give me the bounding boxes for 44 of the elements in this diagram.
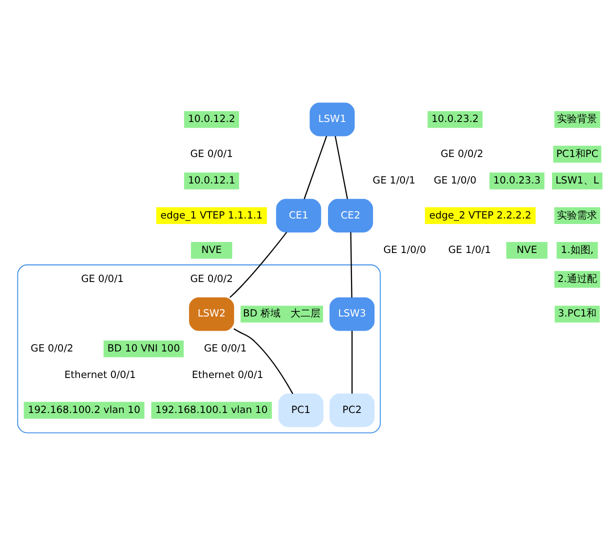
label: GE 1/0/1: [372, 176, 416, 187]
label: GE 0/0/2: [30, 343, 74, 354]
node-box: LSW2: [189, 297, 234, 331]
connector: [351, 330, 353, 394]
connector: [334, 136, 348, 200]
node-box: LSW3: [330, 297, 375, 331]
label: 10.0.12.2: [188, 114, 236, 126]
label: 实验背景: [557, 114, 598, 126]
connector: [229, 232, 288, 298]
label: 10.0.23.3: [493, 176, 541, 187]
label: GE 0/0/2: [190, 274, 233, 285]
label: 192.168.100.1 vlan 10: [155, 404, 268, 416]
label: 10.0.12.1: [188, 176, 236, 187]
label: 实验需求: [557, 210, 598, 222]
node-box: LSW1: [310, 102, 355, 136]
node-box: PC1: [278, 394, 324, 428]
cluster: [17, 264, 381, 434]
label: 192.168.100.2 vlan 10: [28, 404, 140, 416]
label: 2.通过配: [558, 274, 597, 285]
node-box: PC2: [330, 394, 375, 428]
label: GE 1/0/1: [448, 244, 491, 256]
connector: [304, 136, 328, 200]
label: 3.PC1和: [558, 308, 597, 320]
label: PC1和PC: [556, 148, 598, 160]
node-box: CE1: [276, 198, 322, 232]
label: 10.0.23.2: [431, 114, 479, 126]
label: GE 0/0/1: [190, 148, 233, 160]
label: LSW1、L: [556, 176, 599, 187]
label: GE 0/0/1: [204, 343, 247, 354]
label: NVE: [516, 244, 538, 256]
label: GE 1/0/0: [383, 244, 426, 256]
connector: [350, 232, 352, 298]
label: NVE: [201, 244, 222, 256]
label: BD 10 VNI 100: [107, 343, 180, 354]
label: Ethernet 0/0/1: [192, 370, 264, 382]
label: GE 0/0/1: [81, 274, 124, 285]
label: BD 桥域 大二层: [243, 308, 321, 320]
label: edge_2 VTEP 2.2.2.2: [429, 210, 532, 222]
label: 1.如图,: [560, 244, 594, 256]
node-box: CE2: [328, 198, 374, 232]
label: GE 0/0/2: [440, 148, 484, 160]
connector: [234, 328, 294, 394]
label: GE 1/0/0: [434, 176, 476, 187]
label: Ethernet 0/0/1: [64, 370, 136, 382]
